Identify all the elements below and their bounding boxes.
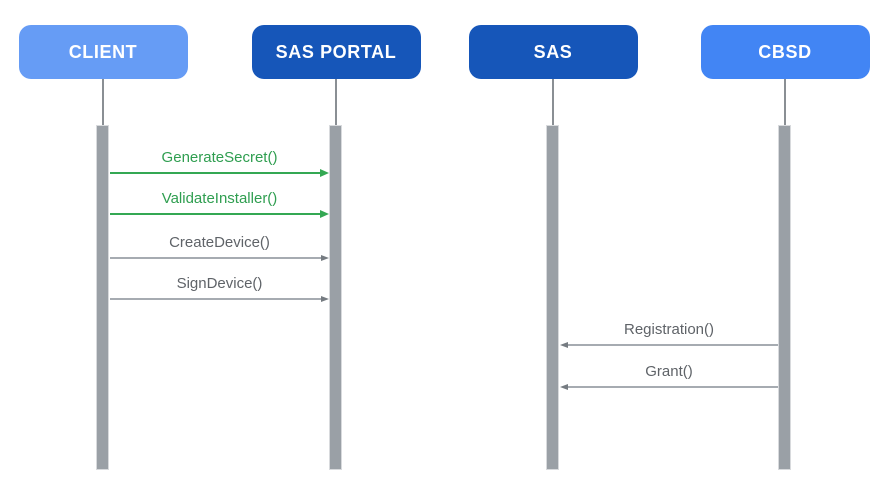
actor-box-sas-portal: SAS PORTAL bbox=[251, 25, 421, 79]
arrowhead-left-icon bbox=[560, 383, 568, 390]
activation-bar-sas bbox=[546, 125, 559, 470]
message-arrow-line bbox=[110, 298, 322, 300]
message-arrow-line bbox=[110, 213, 321, 215]
message-arrow-line bbox=[567, 386, 778, 388]
actor-label-sas-portal: SAS PORTAL bbox=[275, 41, 397, 62]
arrowhead-right-icon bbox=[320, 209, 329, 218]
arrowhead-right-icon bbox=[321, 254, 329, 261]
actor-label-cbsd: CBSD bbox=[758, 41, 812, 62]
message-label: CreateDevice() bbox=[169, 234, 270, 251]
activation-bar-sas-portal bbox=[329, 125, 342, 470]
message-label: Grant() bbox=[645, 363, 693, 380]
actor-label-client: CLIENT bbox=[68, 41, 138, 62]
activation-bar-client bbox=[96, 125, 109, 470]
message-arrow-line bbox=[567, 344, 778, 346]
message-label: Registration() bbox=[623, 321, 715, 338]
actor-box-sas: SAS bbox=[468, 25, 638, 79]
actor-label-sas: SAS bbox=[533, 41, 573, 62]
lifeline-sas bbox=[552, 79, 554, 125]
actor-box-client: CLIENT bbox=[18, 25, 188, 79]
arrowhead-right-icon bbox=[321, 295, 329, 302]
lifeline-client bbox=[102, 79, 104, 125]
actor-box-cbsd: CBSD bbox=[700, 25, 870, 79]
message-label: GenerateSecret() bbox=[161, 149, 278, 166]
message-arrow-line bbox=[110, 257, 322, 259]
message-label: ValidateInstaller() bbox=[161, 190, 278, 207]
arrowhead-left-icon bbox=[560, 341, 568, 348]
message-arrow-line bbox=[110, 172, 321, 174]
message-label: SignDevice() bbox=[176, 275, 263, 292]
lifeline-cbsd bbox=[784, 79, 786, 125]
lifeline-sas-portal bbox=[335, 79, 337, 125]
activation-bar-cbsd bbox=[778, 125, 791, 470]
arrowhead-right-icon bbox=[320, 168, 329, 177]
